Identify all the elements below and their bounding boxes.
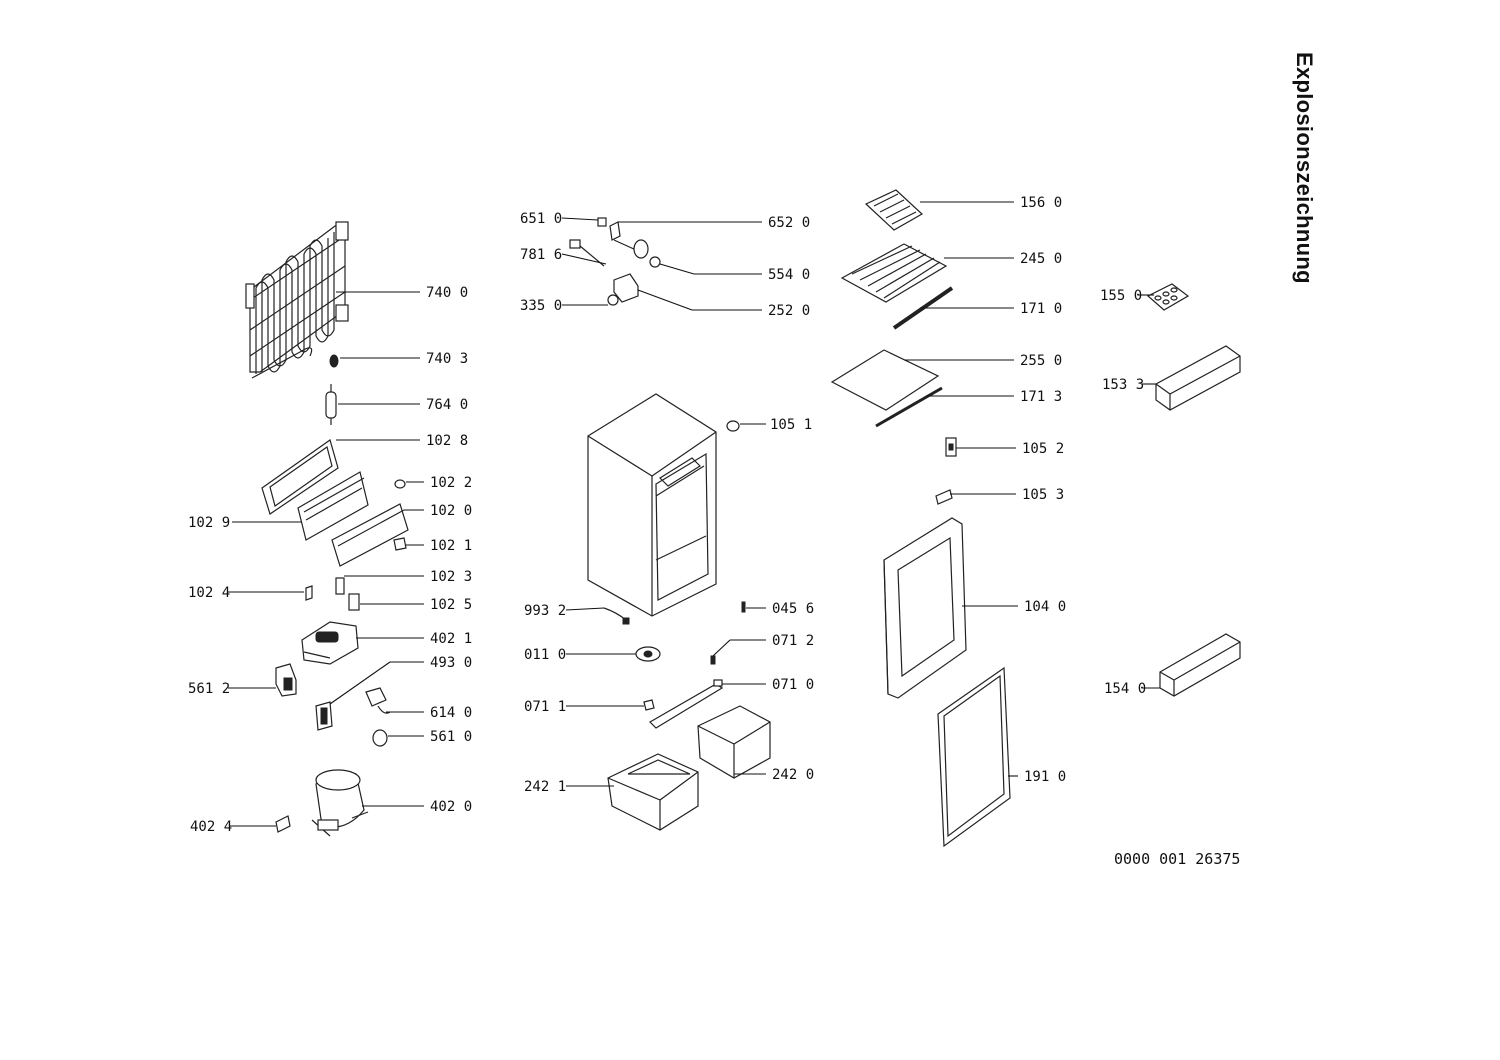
part-label: 335 0 xyxy=(520,298,562,314)
part-label: 154 0 xyxy=(1104,681,1146,697)
part-label: 242 0 xyxy=(772,767,814,783)
rail-end-drawing xyxy=(643,699,655,711)
switch-drawing xyxy=(335,577,345,595)
part-label: 651 0 xyxy=(520,211,562,227)
clip-drawing xyxy=(393,537,407,551)
part-label: 781 6 xyxy=(520,247,562,263)
part-label: 764 0 xyxy=(426,397,468,413)
thermostat-assembly-drawing xyxy=(569,217,661,306)
part-label: 153 3 xyxy=(1102,377,1144,393)
cabinet-drawing xyxy=(587,393,717,617)
door-rack-drawing xyxy=(1159,633,1241,697)
part-labels: 740 0 740 3 764 0 102 8 102 2 102 0 102 … xyxy=(188,195,1146,835)
compressor-drawing xyxy=(311,769,369,837)
condenser-drawing xyxy=(245,221,349,379)
part-label: 191 0 xyxy=(1024,769,1066,785)
part-label: 171 3 xyxy=(1020,389,1062,405)
connector-sleeve-drawing xyxy=(329,354,339,368)
part-label: 105 2 xyxy=(1022,441,1064,457)
door-drawing xyxy=(883,517,967,699)
part-label: 171 0 xyxy=(1020,301,1062,317)
part-label: 105 1 xyxy=(770,417,812,433)
rail-drawing xyxy=(649,679,724,729)
cable-drawing xyxy=(603,607,630,625)
part-label: 102 1 xyxy=(430,538,472,554)
part-label: 402 0 xyxy=(430,799,472,815)
part-label: 104 0 xyxy=(1024,599,1066,615)
egg-tray-drawing xyxy=(1146,283,1190,311)
part-label: 252 0 xyxy=(768,303,810,319)
glass-shelf-drawing xyxy=(830,349,940,411)
part-label: 102 9 xyxy=(188,515,230,531)
small-knob-drawing xyxy=(394,479,406,489)
ice-tray-drawing xyxy=(864,189,924,231)
part-label: 102 2 xyxy=(430,475,472,491)
part-label: 102 8 xyxy=(426,433,468,449)
capacitor-drawing xyxy=(372,729,388,747)
part-label: 045 6 xyxy=(772,601,814,617)
housing-drawing xyxy=(301,621,359,665)
part-label: 102 5 xyxy=(430,597,472,613)
part-label: 071 2 xyxy=(772,633,814,649)
large-drawer-drawing xyxy=(607,753,699,831)
small-drawer-drawing xyxy=(697,705,771,779)
part-label: 740 3 xyxy=(426,351,468,367)
part-label: 740 0 xyxy=(426,285,468,301)
bracket-drawing xyxy=(348,593,360,611)
part-label: 156 0 xyxy=(1020,195,1062,211)
lower-hinge-drawing xyxy=(935,489,953,505)
glass-trim-drawing xyxy=(875,386,943,428)
part-label: 071 0 xyxy=(772,677,814,693)
part-label: 402 4 xyxy=(190,819,232,835)
part-label: 614 0 xyxy=(430,705,472,721)
bottle-rack-drawing xyxy=(1155,345,1241,411)
stopper-drawing xyxy=(710,655,716,665)
dryer-drawing xyxy=(325,384,337,425)
part-label: 155 0 xyxy=(1100,288,1142,304)
cover-plate-drawing xyxy=(315,701,333,731)
clamp-drawing xyxy=(275,815,291,833)
part-label: 255 0 xyxy=(1020,353,1062,369)
feet-drawing xyxy=(635,646,661,662)
part-label: 561 0 xyxy=(430,729,472,745)
part-label: 493 0 xyxy=(430,655,472,671)
part-label: 561 2 xyxy=(188,681,230,697)
part-label: 102 4 xyxy=(188,585,230,601)
leader-lines xyxy=(228,201,1160,827)
wire-shelf-drawing xyxy=(840,243,948,303)
door-gasket-drawing xyxy=(937,666,1011,848)
panel-drawing xyxy=(297,471,409,567)
relay-drawing xyxy=(275,663,297,697)
part-label: 102 0 xyxy=(430,503,472,519)
part-label: 102 3 xyxy=(430,569,472,585)
hinge-pin-drawing xyxy=(726,420,740,432)
part-label: 105 3 xyxy=(1022,487,1064,503)
document-number: 0000 001 26375 xyxy=(1114,850,1240,868)
part-label: 402 1 xyxy=(430,631,472,647)
hinge-drawing xyxy=(945,437,957,457)
part-label: 652 0 xyxy=(768,215,810,231)
part-label: 245 0 xyxy=(1020,251,1062,267)
screw-drawing xyxy=(741,601,746,613)
frame-drawing xyxy=(261,439,339,515)
starter-drawing xyxy=(365,687,391,714)
page-title: Explosionszeichnung xyxy=(1292,52,1317,284)
part-label: 554 0 xyxy=(768,267,810,283)
part-label: 071 1 xyxy=(524,699,566,715)
part-label: 242 1 xyxy=(524,779,566,795)
part-label: 011 0 xyxy=(524,647,566,663)
part-label: 993 2 xyxy=(524,603,566,619)
tab-drawing xyxy=(305,585,313,601)
